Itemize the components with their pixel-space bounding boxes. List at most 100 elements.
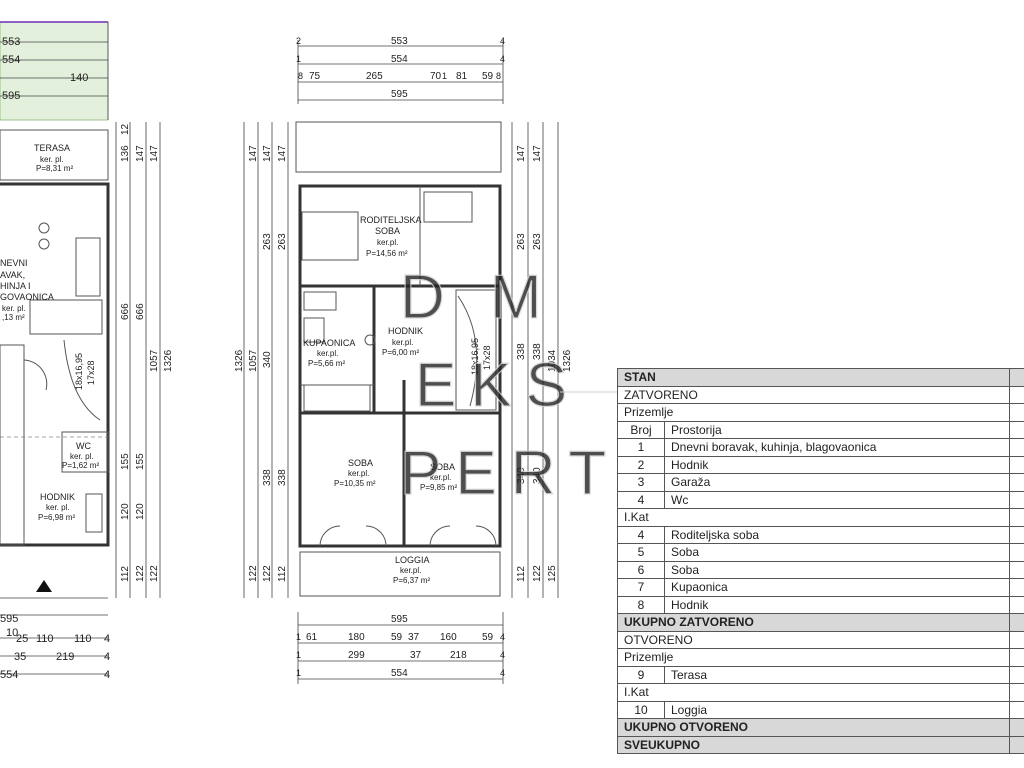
left-side-dim-147b: 147 [149, 145, 160, 162]
row-value [1009, 438, 1024, 457]
left-side-dim-1057: 1057 [149, 349, 160, 372]
rr-dim-338b: 338 [532, 343, 543, 360]
section-label: OTVORENO [617, 630, 1010, 649]
left-bottom-dim-lines [0, 614, 108, 675]
rb-row2-a: 1 [296, 632, 301, 642]
table-row: STAN [617, 368, 1024, 387]
row-value [1009, 578, 1024, 597]
rt-row2-b: 554 [391, 54, 408, 65]
wc-outline [61, 431, 109, 473]
row-number: 9 [617, 665, 665, 684]
rt-row3-h: 8 [496, 71, 501, 81]
rl-dim-1326: 1326 [234, 349, 245, 372]
total-label: UKUPNO OTVORENO [617, 718, 1010, 737]
left-bottom-dim-554: 554 [0, 669, 18, 681]
section-label: I.Kat [617, 508, 1010, 527]
bathtub [303, 384, 371, 412]
rb-row3-d: 218 [450, 650, 467, 661]
room-b-area: P=9,85 m² [420, 483, 457, 492]
living-sub: ker. pl. [2, 304, 26, 313]
watermark-line-3: PERT [400, 439, 620, 508]
room-a-area: P=10,35 m² [334, 479, 376, 488]
row-label: Kupaonica [664, 578, 1010, 597]
loggia-door-4 [475, 525, 497, 547]
left-side-dim-12: 12 [120, 123, 131, 135]
section-label: Prizemlje [617, 648, 1010, 667]
master-bedroom-area: P=14,56 m² [366, 249, 408, 258]
hall-sub: ker. pl. [46, 503, 70, 512]
table-row: I.Kat [617, 508, 1024, 527]
row-value [1009, 420, 1024, 439]
row-value [1009, 473, 1024, 492]
table-row: Prizemlje [617, 648, 1024, 667]
room-b-name: SOBA [430, 462, 455, 472]
rt-row2-c: 4 [500, 54, 505, 64]
row-label: Soba [664, 560, 1010, 579]
left-bottom-dim-4b: 4 [104, 651, 110, 663]
left-bottom-dim-25: 25 [16, 633, 28, 645]
master-bedroom-name: RODITELJSKA [360, 215, 422, 225]
rl-dim-340: 340 [262, 351, 273, 368]
row-value [1009, 368, 1024, 387]
left-top-dim-4: 595 [2, 90, 20, 102]
row-number: 3 [617, 473, 665, 492]
rr-dim-340a: 340 [516, 467, 527, 484]
bed [301, 211, 359, 261]
left-bottom-dim-4a: 4 [104, 633, 110, 645]
rr-dim-338a: 338 [516, 343, 527, 360]
rl-dim-263a: 263 [262, 233, 273, 250]
rl-dim-147c: 147 [277, 145, 288, 162]
table-row: Prizemlje [617, 403, 1024, 422]
left-top-dim-1: 553 [2, 36, 20, 48]
loggia-area: P=6,37 m² [393, 576, 430, 585]
row-label: Hodnik [664, 455, 1010, 474]
rt-row3-d: 70 [430, 71, 442, 82]
row-value [1009, 543, 1024, 562]
rb-row3-e: 4 [500, 650, 505, 660]
left-side-dim-155a: 155 [120, 453, 131, 470]
row-number: 8 [617, 595, 665, 614]
left-top-dim-3: 140 [70, 72, 88, 84]
rr-dim-1034: 1034 [547, 349, 558, 372]
left-stair-label-1: 18x16,95 [74, 353, 84, 390]
rl-dim-338a: 338 [262, 469, 273, 486]
row-number: 4 [617, 490, 665, 509]
terrace-name: TERASA [34, 143, 70, 153]
row-label: Wc [664, 490, 1010, 509]
door-swing [23, 359, 48, 391]
loggia-door-3 [429, 525, 451, 547]
master-bedroom-sub: ker.pl. [377, 238, 398, 247]
upper-hall-name: HODNIK [388, 326, 423, 336]
rr-dim-125: 125 [547, 565, 558, 582]
row-value [1009, 735, 1024, 754]
rl-dim-1057: 1057 [248, 349, 259, 372]
rb-row4-c: 4 [500, 668, 505, 678]
left-bottom-dim-110b: 110 [74, 633, 92, 645]
row-value [1009, 455, 1024, 474]
row-value [1009, 718, 1024, 737]
section-label: Prizemlje [617, 403, 1010, 422]
right-plan-right-dim-lines [511, 122, 559, 598]
rr-dim-147b: 147 [532, 145, 543, 162]
rt-row4: 595 [391, 89, 408, 100]
wc-area: P=1,62 m² [62, 461, 99, 470]
hall-name: HODNIK [40, 492, 75, 502]
upper-stairs [455, 289, 497, 411]
rr-dim-147a: 147 [516, 145, 527, 162]
row-value [1009, 560, 1024, 579]
rb-row2-b: 61 [306, 632, 318, 643]
wardrobe-top [423, 191, 473, 223]
loggia-door-2 [365, 525, 387, 547]
rt-row3-e: 1 [442, 71, 447, 81]
stair-curve [63, 339, 101, 421]
rl-dim-147a: 147 [248, 145, 259, 162]
rb-row2-c: 180 [348, 632, 365, 643]
watermark-line-2: EKS [415, 351, 581, 420]
rb-row2-f: 160 [440, 632, 457, 643]
bathroom-area: P=5,66 m² [308, 359, 345, 368]
row-label: Soba [664, 543, 1010, 562]
